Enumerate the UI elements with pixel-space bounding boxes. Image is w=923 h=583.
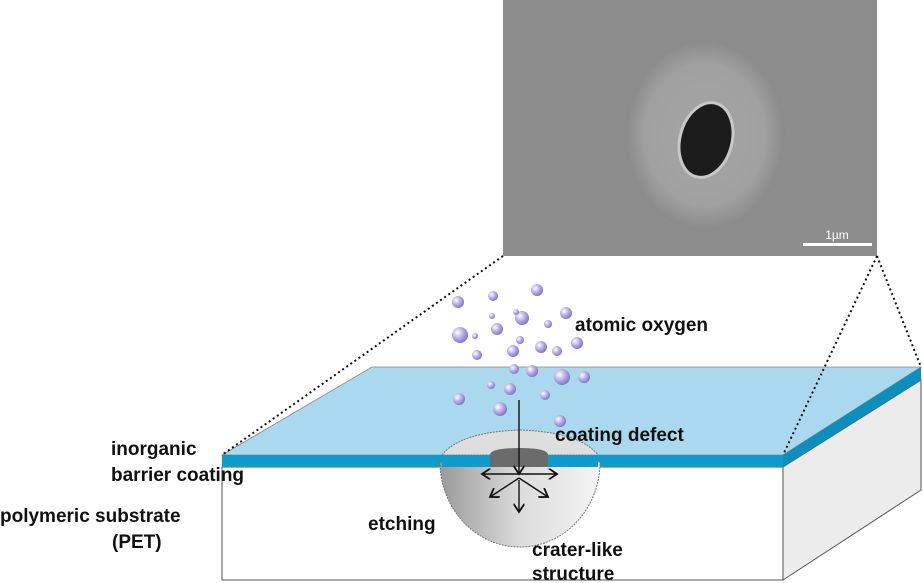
oxygen-particle bbox=[472, 333, 478, 339]
label-pet: (PET) bbox=[112, 532, 162, 553]
oxygen-particle bbox=[560, 307, 572, 319]
oxygen-particle bbox=[515, 311, 529, 325]
oxygen-particle bbox=[488, 291, 498, 301]
oxygen-particle bbox=[554, 369, 570, 385]
sem-micrograph: 1µm bbox=[503, 0, 877, 256]
label-crater-like: crater-like bbox=[532, 540, 623, 561]
coating-side-edge bbox=[783, 367, 921, 467]
oxygen-particle bbox=[531, 284, 543, 296]
oxygen-particle bbox=[493, 402, 507, 416]
oxygen-particle bbox=[504, 383, 516, 395]
oxygen-particle bbox=[554, 415, 566, 427]
label-barrier-coating: barrier coating bbox=[111, 465, 244, 486]
scale-bar bbox=[803, 243, 872, 246]
oxygen-particle bbox=[578, 371, 590, 383]
oxygen-particle bbox=[552, 346, 562, 356]
oxygen-particle bbox=[507, 345, 519, 357]
oxygen-particle bbox=[513, 309, 519, 315]
zoom-lines bbox=[221, 255, 922, 456]
label-structure: structure bbox=[532, 564, 614, 583]
label-etching: etching bbox=[368, 514, 436, 535]
oxygen-particle bbox=[544, 320, 552, 328]
oxygen-particle bbox=[452, 296, 464, 308]
oxygen-particle bbox=[526, 365, 538, 377]
label-atomic-oxygen: atomic oxygen bbox=[575, 315, 708, 336]
oxygen-particle bbox=[535, 341, 547, 353]
etching-arrows bbox=[482, 400, 557, 512]
oxygen-particle bbox=[540, 390, 550, 400]
oxygen-particle bbox=[516, 336, 524, 344]
oxygen-particle bbox=[571, 337, 583, 349]
oxygen-particle bbox=[489, 313, 495, 319]
atomic-oxygen-particles bbox=[452, 284, 590, 427]
oxygen-particle bbox=[509, 364, 519, 374]
label-coating-defect: coating defect bbox=[555, 425, 684, 446]
oxygen-particle bbox=[472, 350, 482, 360]
oxygen-particle bbox=[487, 381, 495, 389]
oxygen-particle bbox=[491, 323, 503, 335]
oxygen-particle bbox=[452, 327, 468, 343]
scale-bar-label: 1µm bbox=[825, 228, 849, 242]
label-polymeric-substrate: polymeric substrate bbox=[0, 506, 181, 527]
oxygen-particle bbox=[453, 393, 465, 405]
label-inorganic: inorganic bbox=[111, 439, 197, 460]
